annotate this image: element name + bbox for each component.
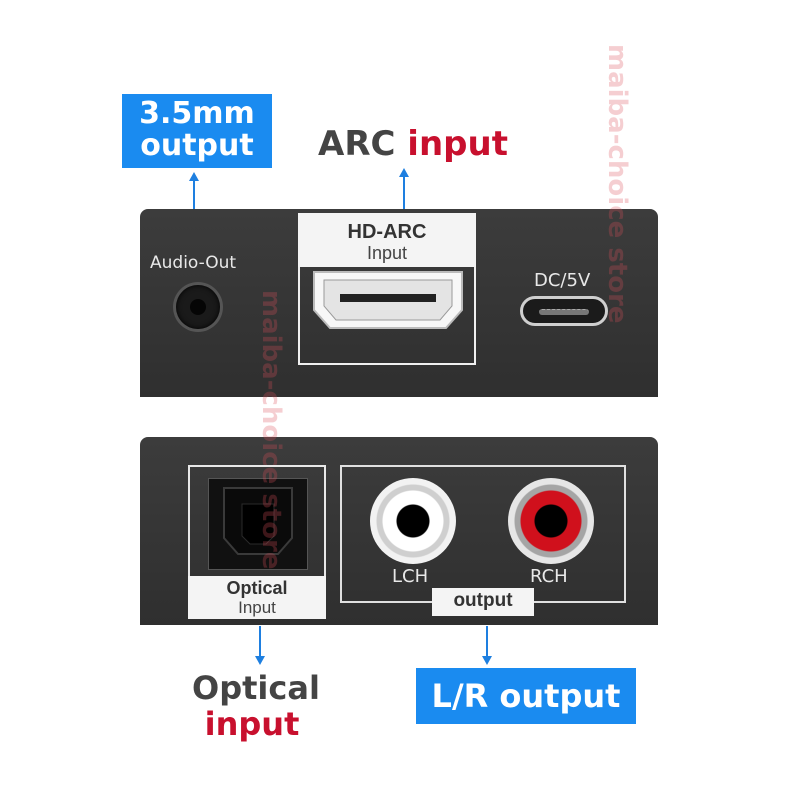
optical-input-word: input bbox=[204, 705, 300, 743]
rch-jack-icon bbox=[508, 478, 594, 564]
arc-word: ARC bbox=[318, 124, 396, 164]
arrow-up-icon bbox=[189, 172, 199, 181]
watermark-right: maiba-choice store bbox=[602, 44, 632, 324]
callout-3-5mm-line2: output bbox=[140, 128, 254, 163]
optical-port-icon bbox=[208, 478, 308, 570]
audio-jack-hole bbox=[190, 299, 206, 315]
output-tag: output bbox=[432, 588, 534, 616]
connector-line bbox=[403, 176, 405, 210]
dc-label: DC/5V bbox=[534, 270, 591, 291]
lch-jack-icon bbox=[370, 478, 456, 564]
arc-input-word: input bbox=[407, 124, 508, 164]
optical-sub: Input bbox=[238, 598, 276, 617]
arrow-down-icon bbox=[255, 656, 265, 665]
output-tag-label: output bbox=[453, 590, 513, 611]
connector-line bbox=[486, 626, 488, 656]
optical-title: Optical bbox=[226, 578, 288, 598]
audio-out-label: Audio-Out bbox=[150, 253, 237, 273]
arc-input-label: ARC input bbox=[318, 124, 508, 164]
watermark-middle: maiba-choice store bbox=[256, 290, 286, 570]
connector-line bbox=[259, 626, 261, 656]
lch-label: LCH bbox=[392, 566, 429, 587]
optical-label-box: Optical Input bbox=[188, 576, 326, 619]
callout-lr-output: L/R output bbox=[416, 668, 636, 724]
rch-label: RCH bbox=[530, 566, 568, 587]
optical-word: Optical bbox=[192, 669, 320, 707]
usb-c-port-icon bbox=[520, 296, 608, 326]
callout-3-5mm-output: 3.5mm output bbox=[122, 94, 272, 168]
arrow-up-icon bbox=[399, 168, 409, 177]
hdarc-header: HD-ARC Input bbox=[298, 213, 476, 267]
hdarc-sub: Input bbox=[366, 243, 408, 263]
hdarc-title: HD-ARC bbox=[347, 221, 427, 243]
arrow-down-icon bbox=[482, 656, 492, 665]
optical-input-label: Optical input bbox=[192, 669, 320, 743]
callout-3-5mm-line1: 3.5mm bbox=[139, 96, 255, 131]
callout-lr-output-text: L/R output bbox=[431, 677, 621, 715]
hdmi-port-icon bbox=[313, 271, 463, 329]
